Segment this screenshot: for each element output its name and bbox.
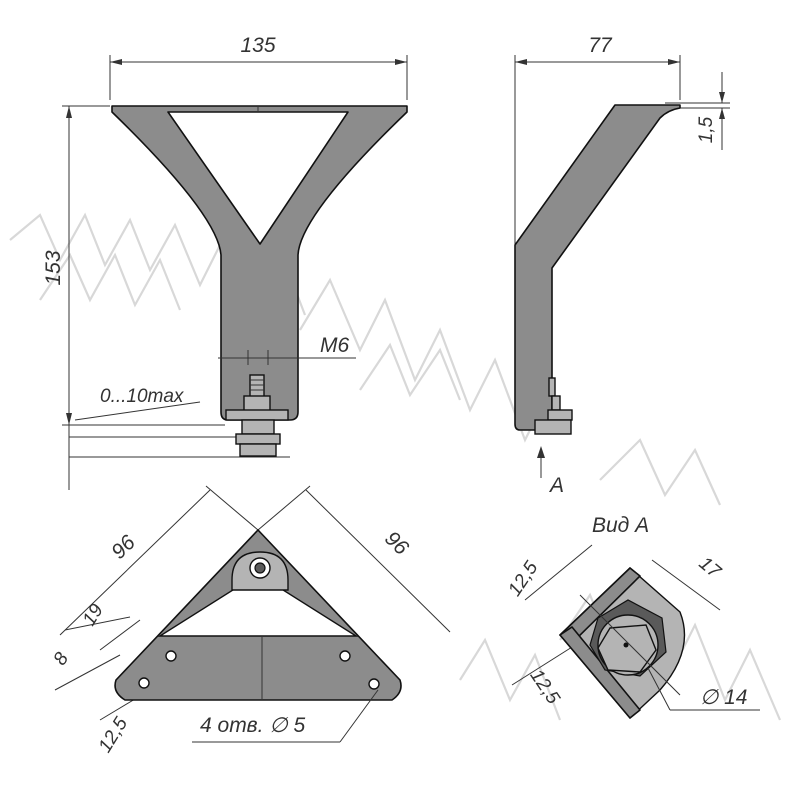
top-view: 96 96 19 8 12,5 4 отв. ∅ 5 [50,485,451,756]
leader-line [339,689,379,743]
dim-thickness: 1,5 [696,116,717,143]
dim-12-5-top: 12,5 [504,557,542,600]
side-view: 77 1,5 A [514,34,730,497]
view-a-title: Вид А [592,514,649,537]
dim-height-153: 153 [42,250,65,285]
nut-side [551,395,561,411]
center-point [623,642,629,648]
foot-pad [235,433,281,445]
thread-stud-side [548,377,556,397]
arrow-head [719,108,725,119]
hole-4 [368,678,380,690]
arrow-head [668,59,680,65]
dim-width-135: 135 [240,34,275,57]
hole-3 [339,650,351,662]
ext-line [64,616,131,631]
leader-line [647,667,671,711]
dim-offset-8: 8 [50,649,74,669]
dim-adjust: 0...10max [100,386,185,407]
arrow-head [537,446,545,458]
hole-2 [138,677,150,689]
ext-line [54,654,121,691]
arrow-head [395,59,407,65]
ext-line [205,485,259,531]
bracket-y-front [111,105,408,421]
view-a: Вид А 12,5 17 12,5 ∅ 14 [504,514,760,720]
dim-line [59,489,211,636]
dim-line [305,489,451,633]
foot-nut [597,624,657,673]
dim-thread-m6: M6 [320,334,349,357]
hole-1 [165,650,177,662]
stud [254,562,266,574]
view-arrow-label: A [548,474,564,497]
dim-12-5-bottom: 12,5 [526,666,564,709]
arrow-head [110,59,122,65]
foot-base [239,443,277,457]
dim-line [524,544,593,601]
leader-line [74,401,201,421]
arrow-head [66,106,72,118]
dim-line [99,619,141,651]
washer [225,409,289,421]
foot-side [534,419,572,435]
washer-side [547,409,573,421]
dim-offset-19: 19 [79,600,108,629]
bracket-profile-side [514,104,681,431]
dim-line [511,641,581,686]
dim-diameter: ∅ 14 [700,686,748,709]
center-line [579,594,681,696]
view-a-edge-bottom [559,626,641,719]
front-view: 135 153 0...10max M6 [42,34,408,490]
dim-depth-77: 77 [588,34,613,57]
dim-side-left-96: 96 [107,531,140,564]
arrow-head [66,413,72,425]
thread-stud [249,374,265,398]
dim-side-right-96: 96 [380,527,413,560]
arrow-head [515,59,527,65]
dim-17: 17 [695,553,726,584]
arrow-head [719,92,725,103]
ext-line [257,485,311,531]
dim-line [651,559,721,611]
hole-callout: 4 отв. ∅ 5 [200,714,305,737]
nut-lower [241,419,275,435]
